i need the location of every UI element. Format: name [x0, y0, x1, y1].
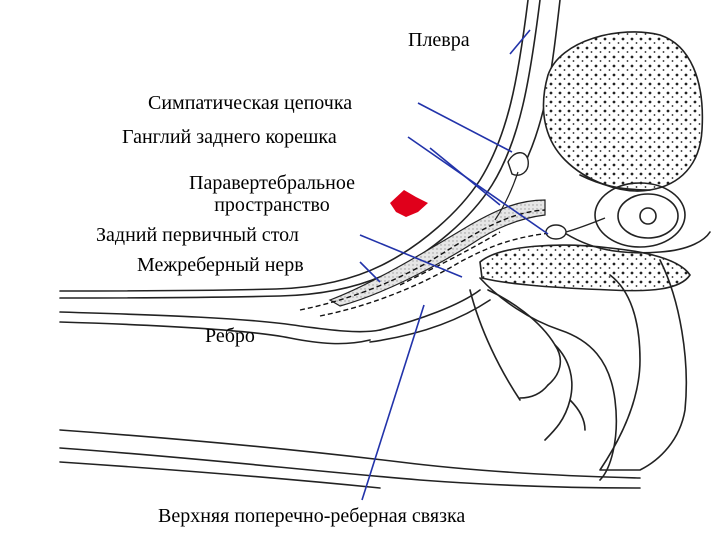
label-pleura: Плевра [408, 29, 470, 51]
label-posterior-primary-ramus: Задний первичный стол [96, 224, 299, 246]
leader-line-pleura [510, 30, 530, 54]
label-rib: Ребро [205, 325, 255, 347]
leader-line-paravertebral-space [430, 148, 500, 205]
label-superior-costotransverse-ligament: Верхняя поперечно-реберная связка [158, 505, 465, 527]
posterior-ramus-branch [488, 290, 560, 385]
label-paravertebral-space: Паравертебральное пространство [162, 172, 382, 216]
spinous-process [600, 260, 686, 470]
leader-line-dorsal-root-ganglion [408, 137, 548, 234]
spinal-cord [618, 194, 678, 238]
leader-line-ligament [362, 305, 424, 500]
label-intercostal-nerve: Межреберный нерв [137, 254, 304, 276]
vertebral-body [543, 32, 702, 191]
sympathetic-ganglion [508, 153, 528, 176]
dorsal-root-ganglion [546, 225, 566, 239]
label-sympathetic-chain: Симпатическая цепочка [148, 92, 352, 114]
red-arrow-marker-icon [390, 190, 428, 217]
leader-line-sympathetic-chain [418, 103, 512, 152]
label-paravertebral-space-line2: пространство [162, 194, 382, 216]
label-dorsal-root-ganglion: Ганглий заднего корешка [122, 126, 337, 148]
leader-line-intercostal-nerve [360, 262, 380, 282]
label-paravertebral-space-line1: Паравертебральное [162, 172, 382, 194]
